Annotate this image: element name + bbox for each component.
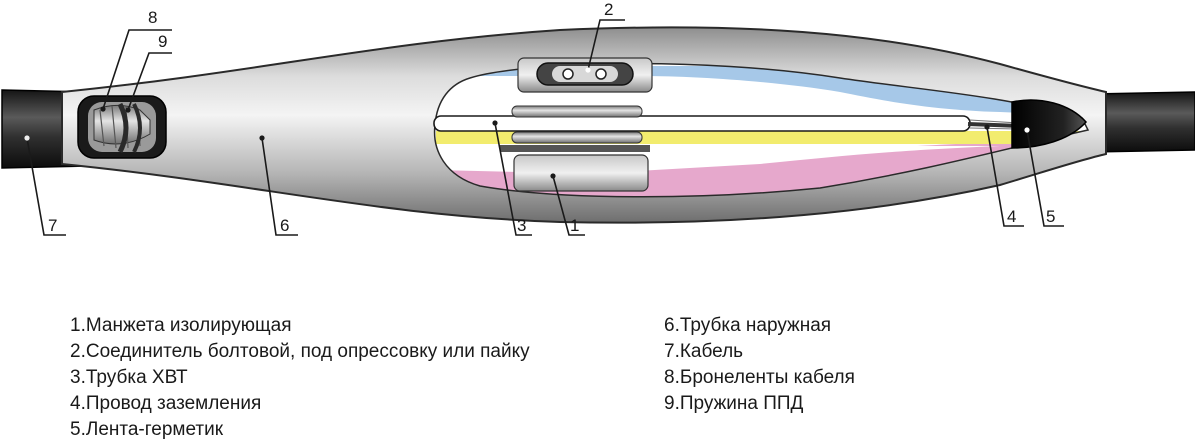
- legend-item-6: 6.Трубка наружная: [664, 315, 832, 336]
- callout-6: 6: [280, 216, 289, 235]
- callout-2: 2: [604, 0, 613, 19]
- legend-item-3: 3.Трубка ХВТ: [70, 367, 188, 388]
- callout-4: 4: [1007, 207, 1016, 226]
- legend-right: 6.Трубка наружная 7.Кабель 8.Бронеленты …: [664, 313, 855, 417]
- callout-5: 5: [1046, 207, 1055, 226]
- cable-right: [1091, 91, 1195, 153]
- callout-1: 1: [570, 216, 579, 235]
- legend-item-1: 1.Манжета изолирующая: [70, 315, 292, 336]
- sleeve-upper: [511, 105, 643, 118]
- legend-item-8: 8.Бронеленты кабеля: [664, 367, 855, 388]
- callout-7: 7: [48, 216, 57, 235]
- callout-8: 8: [148, 8, 157, 27]
- insulating-cuff: [513, 154, 649, 192]
- legend-left: 1.Манжета изолирующая 2.Соединитель болт…: [70, 313, 530, 443]
- sleeve-lower: [511, 131, 643, 144]
- pressure-spring: [117, 102, 129, 154]
- hvt-tube: [433, 115, 971, 132]
- armour-tapes: [93, 105, 151, 145]
- callout-9: 9: [158, 32, 167, 51]
- legend-item-2: 2.Соединитель болтовой, под опрессовку и…: [70, 341, 530, 362]
- bolt-icon: [595, 68, 607, 80]
- legend-item-7: 7.Кабель: [664, 341, 744, 362]
- bolt-icon: [562, 68, 574, 80]
- cable-joint-diagram: 8 9 2 3 1 4 5 6 7: [1, 0, 1195, 236]
- legend-item-4: 4.Провод заземления: [70, 393, 262, 414]
- legend-item-9: 9.Пружина ППД: [664, 393, 804, 414]
- legend-item-5: 5.Лента-герметик: [70, 419, 224, 440]
- callout-3: 3: [517, 216, 526, 235]
